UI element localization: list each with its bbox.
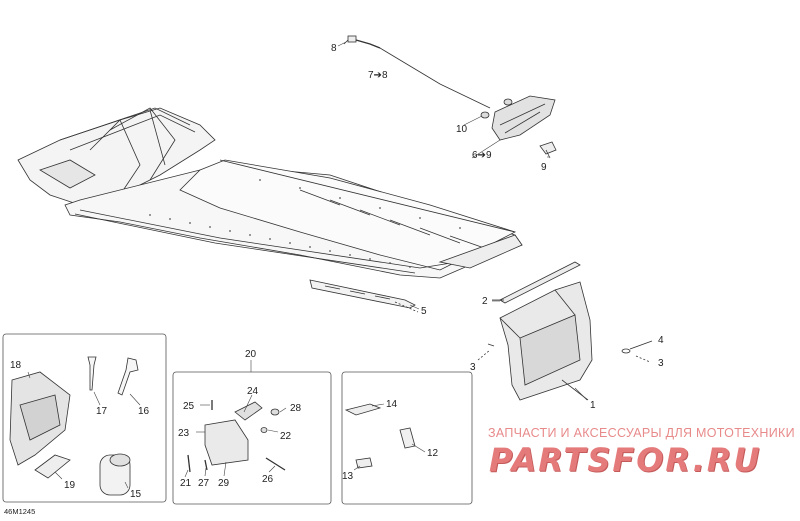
callout-27: 27 (198, 478, 210, 489)
inset-box-bracket (172, 371, 332, 505)
inset-box-tools (2, 333, 167, 503)
rivet-pattern (149, 179, 461, 268)
callout-23: 23 (178, 428, 190, 439)
callout-14: 14 (386, 399, 398, 410)
leader-lines (27, 41, 588, 489)
callout-labels: 1 2 3 3 4 5 6➔9 7➔8 8 9 10 12 13 14 15 1… (10, 43, 664, 500)
part-1-snow-flap (499, 281, 593, 401)
callout-19: 19 (64, 480, 76, 491)
callout-20: 20 (245, 349, 257, 360)
chassis-frame (17, 107, 523, 279)
watermark-logo: PARTSFOR.RU (489, 441, 762, 479)
callout-16: 16 (138, 406, 150, 417)
tail-light-assembly (343, 35, 557, 159)
callout-13: 13 (342, 471, 354, 482)
callout-3-left: 3 (470, 362, 476, 373)
callout-1: 1 (590, 400, 596, 411)
callout-5: 5 (421, 306, 427, 317)
part-5-side-strip (309, 279, 419, 313)
callout-18: 18 (10, 360, 22, 371)
callout-10: 10 (456, 124, 468, 135)
callout-4: 4 (658, 335, 664, 346)
callout-2: 2 (482, 296, 488, 307)
part-3-rivet-left (477, 343, 495, 361)
callout-7: 7➔8 (368, 70, 388, 81)
callout-29: 29 (218, 478, 230, 489)
figure-id: 46M1245 (4, 507, 36, 516)
callout-9: 9 (541, 162, 547, 173)
callout-24: 24 (247, 386, 259, 397)
watermark-tagline: ЗАПЧАСТИ И АКСЕССУАРЫ ДЛЯ МОТОТЕХНИКИ (488, 426, 795, 440)
part-2-strip (492, 261, 581, 304)
callout-21: 21 (180, 478, 192, 489)
callout-17: 17 (96, 406, 108, 417)
callout-28: 28 (290, 403, 302, 414)
part-4-washer (621, 340, 653, 354)
callout-3-right: 3 (658, 358, 664, 369)
callout-6: 6➔9 (472, 150, 492, 161)
part-3-rivet-right (635, 355, 651, 363)
callout-15: 15 (130, 489, 142, 500)
callout-22: 22 (280, 431, 292, 442)
callout-26: 26 (262, 474, 274, 485)
callout-8: 8 (331, 43, 337, 54)
callout-12: 12 (427, 448, 439, 459)
callout-25: 25 (183, 401, 195, 412)
inset-box-small-parts (341, 371, 473, 505)
